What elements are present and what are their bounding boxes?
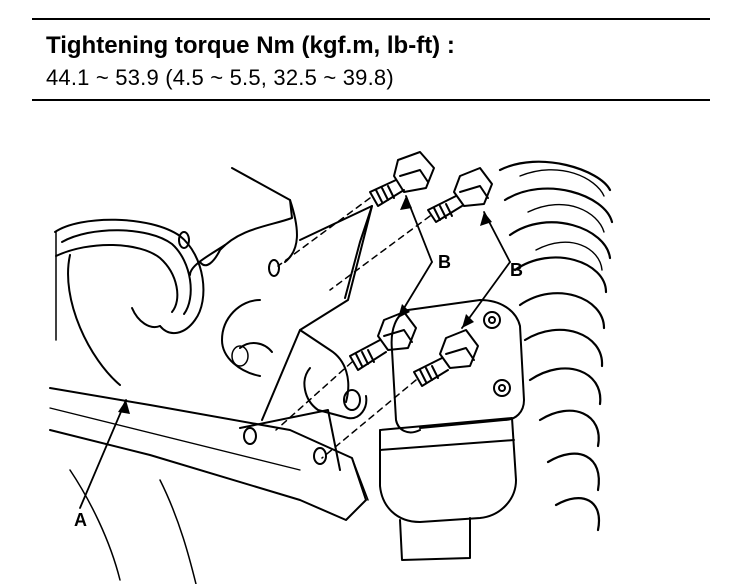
alignment-lines bbox=[275, 197, 431, 459]
callout-a: A bbox=[74, 510, 87, 530]
torque-spec-value: 44.1 ~ 53.9 (4.5 ~ 5.5, 32.5 ~ 39.8) bbox=[46, 65, 394, 90]
support-arm bbox=[221, 205, 373, 421]
bolt-upper-left bbox=[369, 151, 435, 207]
bolt-upper-right bbox=[427, 167, 493, 223]
belt-pulley bbox=[54, 218, 205, 386]
bolt-lower-left bbox=[349, 311, 417, 371]
top-rule bbox=[32, 18, 710, 20]
callout-b-left: B bbox=[438, 252, 451, 272]
bolt-lower-right bbox=[413, 329, 479, 387]
torque-spec: Tightening torque Nm (kgf.m, lb-ft) : 44… bbox=[46, 30, 455, 94]
bottom-rule bbox=[32, 99, 710, 101]
coil-spring bbox=[498, 160, 614, 532]
steering-gear-housing bbox=[303, 299, 525, 561]
callout-b-right: B bbox=[510, 260, 523, 280]
lower-arm bbox=[49, 387, 369, 584]
torque-spec-title: Tightening torque Nm (kgf.m, lb-ft) : bbox=[46, 32, 455, 59]
callout-leaders bbox=[79, 195, 511, 509]
callout-arrowheads bbox=[118, 196, 492, 414]
